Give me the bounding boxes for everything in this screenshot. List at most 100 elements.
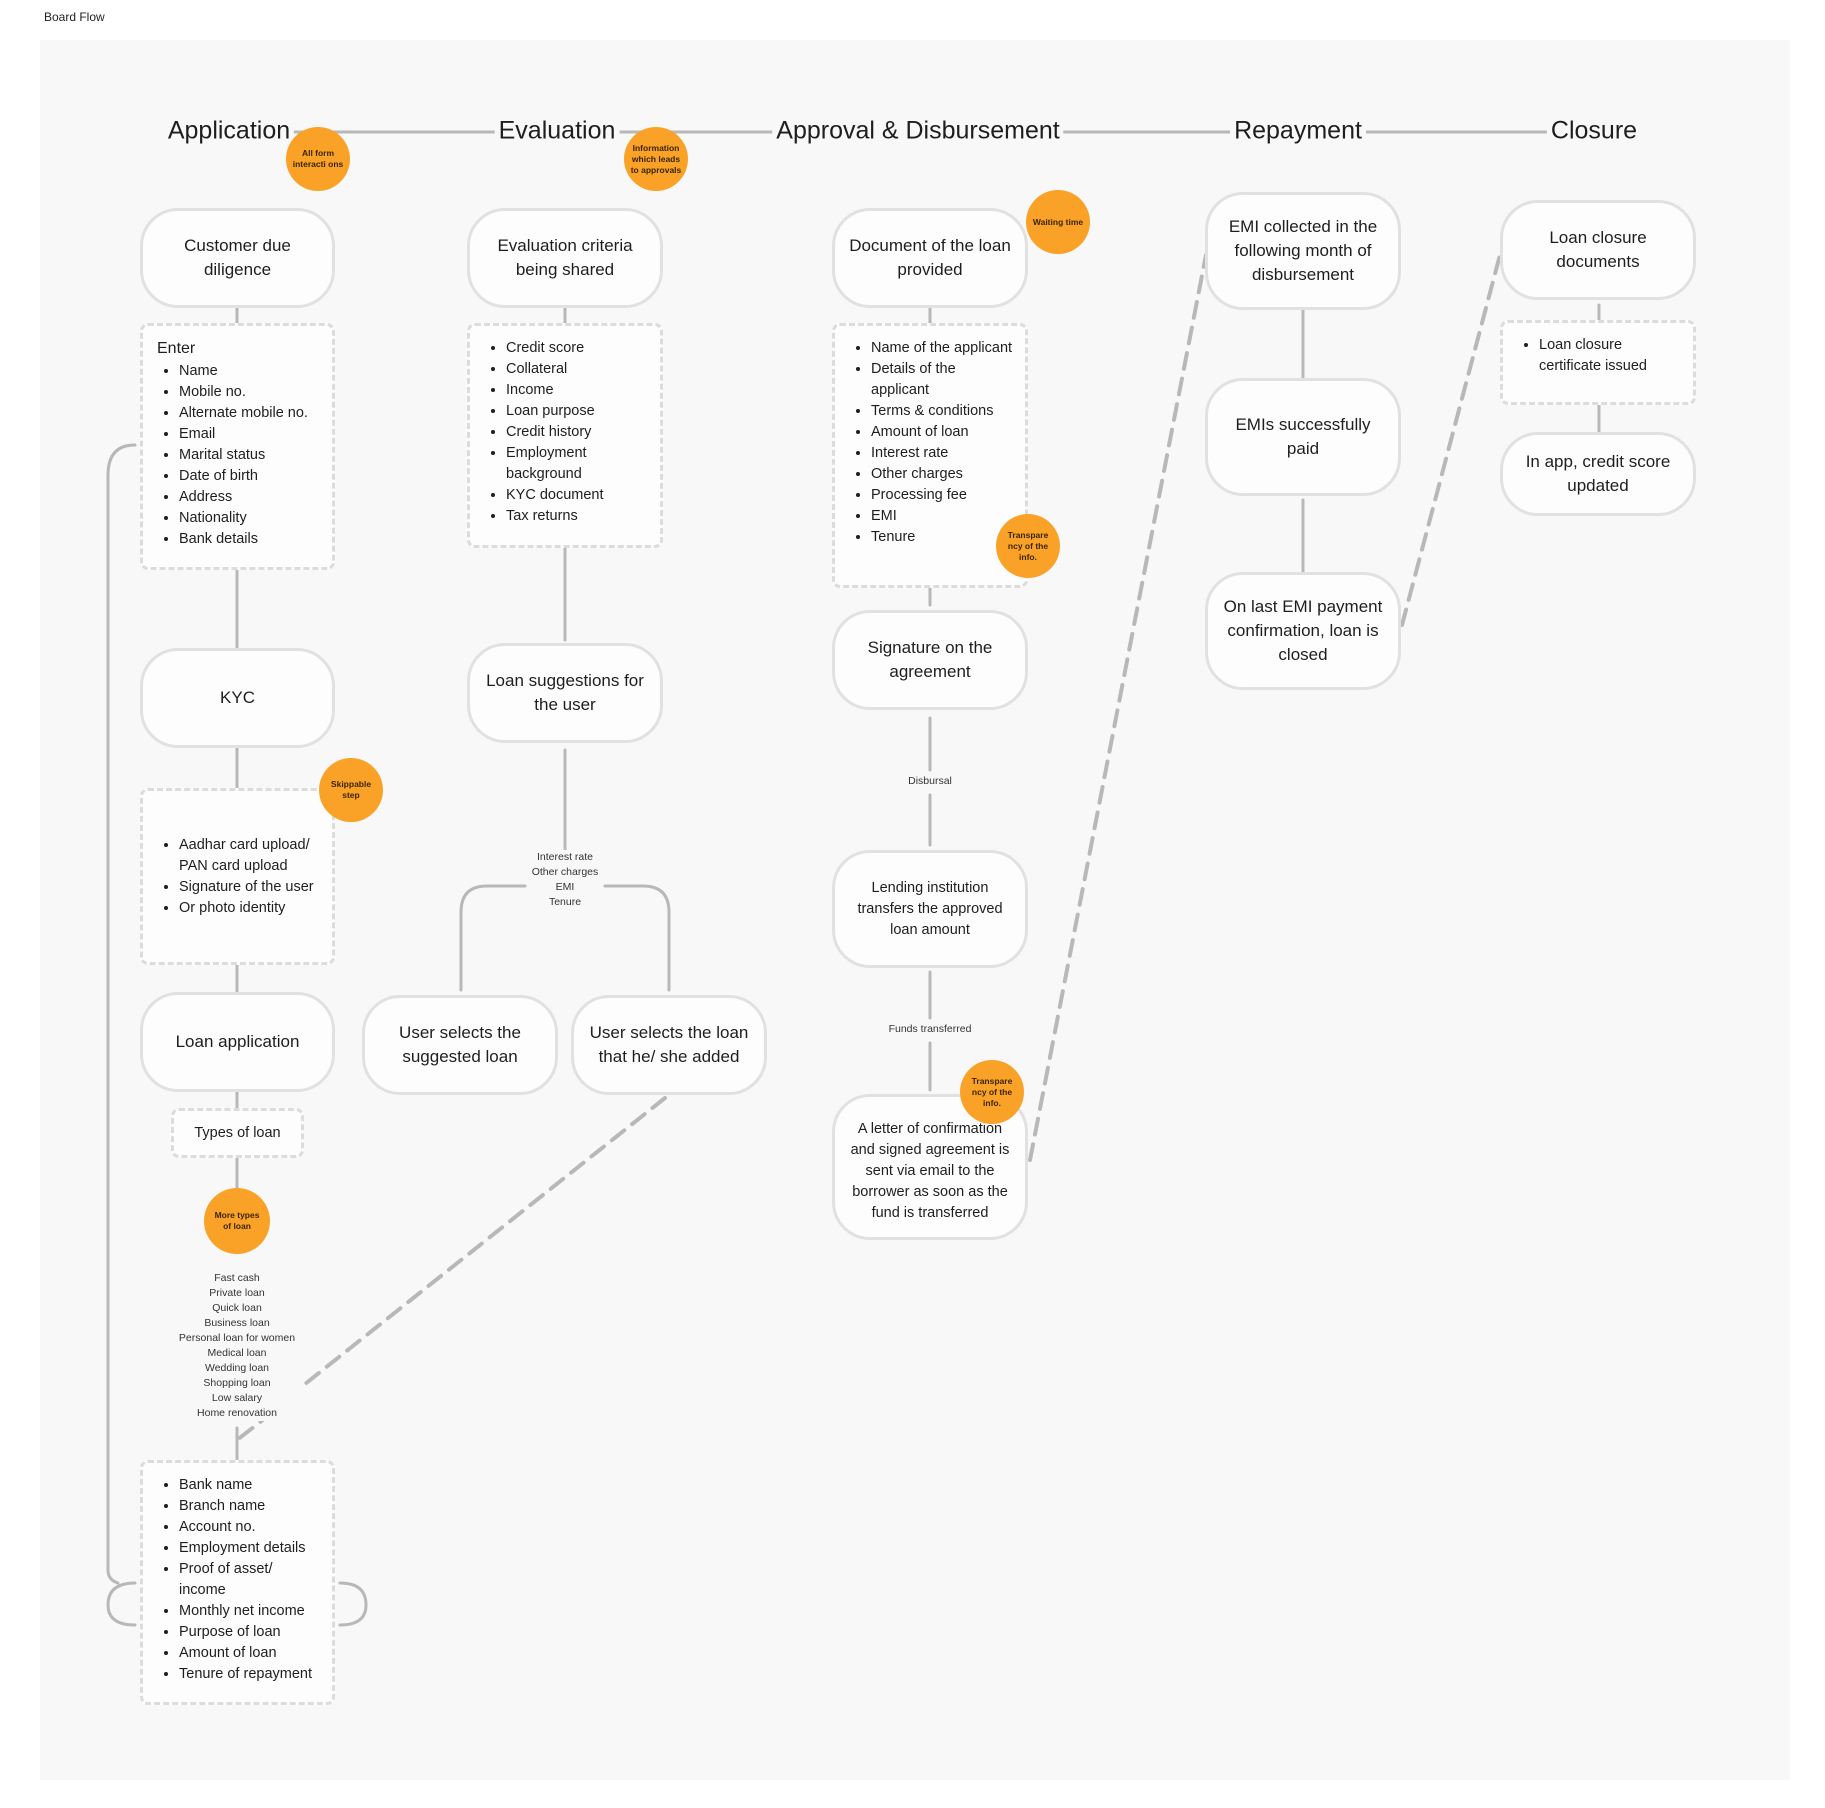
loop-connector xyxy=(106,443,137,1585)
list-item: Branch name xyxy=(179,1496,322,1517)
note-line: Interest rate xyxy=(536,851,594,863)
list-item: Employment details xyxy=(179,1538,322,1559)
node-kyc[interactable]: KYC xyxy=(140,648,335,748)
list-item: Collateral xyxy=(506,359,650,380)
list-item: Amount of loan xyxy=(179,1643,322,1664)
list-item: Account no. xyxy=(179,1517,322,1538)
list-item: Aadhar card upload/ PAN card upload xyxy=(179,835,322,877)
node-select-suggested-loan[interactable]: User selects the suggested loan xyxy=(362,995,558,1095)
box-types-of-loan[interactable]: Types of loan xyxy=(171,1108,304,1158)
sticky-transparency-2[interactable]: Transpare ncy of the info. xyxy=(960,1060,1024,1124)
sticky-form-interactions[interactable]: All form interacti ons xyxy=(286,127,350,191)
list-item: Loan closure certificate issued xyxy=(1539,335,1683,377)
loan-type: Low salary xyxy=(211,1392,263,1404)
loan-type: Personal loan for women xyxy=(178,1332,296,1344)
node-lending-transfer[interactable]: Lending institution transfers the approv… xyxy=(832,850,1028,968)
node-emi-collected[interactable]: EMI collected in the following month of … xyxy=(1205,192,1401,310)
box-enter-details[interactable]: Enter Name Mobile no. Alternate mobile n… xyxy=(140,323,335,570)
list-item: Bank details xyxy=(179,529,322,550)
loan-type: Shopping loan xyxy=(203,1377,271,1389)
box-lead: Enter xyxy=(157,340,196,357)
box-kyc-docs[interactable]: Aadhar card upload/ PAN card upload Sign… xyxy=(140,788,335,965)
node-loan-application[interactable]: Loan application xyxy=(140,992,335,1092)
node-evaluation-criteria[interactable]: Evaluation criteria being shared xyxy=(467,208,663,308)
note-line: Other charges xyxy=(531,866,599,878)
dashed-connector xyxy=(1400,253,1502,627)
list-item: Details of the applicant xyxy=(871,359,1015,401)
list-item: Bank name xyxy=(179,1475,322,1496)
list-item: Signature of the user xyxy=(179,877,322,898)
list-item: Loan purpose xyxy=(506,401,650,422)
stage-header-application: Application xyxy=(163,116,295,146)
loan-type: Wedding loan xyxy=(204,1362,270,1374)
node-credit-score-updated[interactable]: In app, credit score updated xyxy=(1500,432,1696,516)
list-item: Date of birth xyxy=(179,466,322,487)
sticky-more-types[interactable]: More types of loan xyxy=(204,1188,270,1254)
node-closure-documents[interactable]: Loan closure documents xyxy=(1500,200,1696,300)
loan-type: Home renovation xyxy=(197,1407,277,1419)
box-document-details[interactable]: Name of the applicant Details of the app… xyxy=(832,323,1028,588)
dashed-connector xyxy=(1028,253,1208,1162)
note-line: EMI xyxy=(555,881,575,893)
node-loan-suggestions[interactable]: Loan suggestions for the user xyxy=(467,643,663,743)
sticky-approvals-info[interactable]: Information which leads to approvals xyxy=(624,127,688,191)
loop-connector xyxy=(106,1581,137,1627)
box-closure-docs[interactable]: Loan closure certificate issued xyxy=(1500,320,1696,405)
list-item: Credit history xyxy=(506,422,650,443)
loan-type: Medical loan xyxy=(207,1347,267,1359)
node-select-added-loan[interactable]: User selects the loan that he/ she added xyxy=(571,995,767,1095)
suggestion-note: Interest rate Other charges EMI Tenure xyxy=(531,850,599,910)
list-item: Alternate mobile no. xyxy=(179,403,322,424)
loan-type: Private loan xyxy=(209,1287,265,1299)
list-item: Proof of asset/ income xyxy=(179,1559,322,1601)
sticky-waiting-time[interactable]: Waiting time xyxy=(1026,190,1090,254)
list-item: Marital status xyxy=(179,445,322,466)
sticky-skippable-step[interactable]: Skippable step xyxy=(319,758,383,822)
branch-connector xyxy=(603,884,671,992)
loan-type: Quick loan xyxy=(212,1302,262,1314)
list-item: Name xyxy=(179,361,322,382)
stage-header-approval: Approval & Disbursement xyxy=(772,116,1064,146)
list-item: Processing fee xyxy=(871,485,1015,506)
list-item: Income xyxy=(506,380,650,401)
list-item: Mobile no. xyxy=(179,382,322,403)
list-item: Name of the applicant xyxy=(871,338,1015,359)
note-line: Tenure xyxy=(548,896,582,908)
frame-label: Board Flow xyxy=(44,10,105,24)
box-criteria[interactable]: Credit score Collateral Income Loan purp… xyxy=(467,323,663,548)
list-item: Terms & conditions xyxy=(871,401,1015,422)
list-item: EMI xyxy=(871,506,1015,527)
list-item: Tenure xyxy=(871,527,1015,548)
node-last-emi[interactable]: On last EMI payment confirmation, loan i… xyxy=(1205,572,1401,690)
list-item: Address xyxy=(179,487,322,508)
node-emis-paid[interactable]: EMIs successfully paid xyxy=(1205,378,1401,496)
disbursal-label: Disbursal xyxy=(908,774,952,789)
node-loan-document[interactable]: Document of the loan provided xyxy=(832,208,1028,308)
loop-connector xyxy=(338,1581,368,1627)
list-item: Tax returns xyxy=(506,506,650,527)
list-item: Interest rate xyxy=(871,443,1015,464)
loan-type: Fast cash xyxy=(214,1272,260,1284)
box-bank-details[interactable]: Bank name Branch name Account no. Employ… xyxy=(140,1460,335,1705)
list-item: Other charges xyxy=(871,464,1015,485)
list-item: Or photo identity xyxy=(179,898,322,919)
list-item: Nationality xyxy=(179,508,322,529)
list-item: Amount of loan xyxy=(871,422,1015,443)
stage-header-repayment: Repayment xyxy=(1230,116,1366,146)
list-item: Monthly net income xyxy=(179,1601,322,1622)
funds-transferred-label: Funds transferred xyxy=(888,1022,972,1037)
list-item: Employment background xyxy=(506,443,650,485)
list-item: Tenure of repayment xyxy=(179,1664,322,1685)
branch-connector xyxy=(459,884,527,992)
loan-types-list: Fast cash Private loan Quick loan Busine… xyxy=(178,1271,296,1421)
sticky-transparency-1[interactable]: Transpare ncy of the info. xyxy=(996,514,1060,578)
stage-header-evaluation: Evaluation xyxy=(494,116,620,146)
node-customer-due-diligence[interactable]: Customer due diligence xyxy=(140,208,335,308)
stage-header-closure: Closure xyxy=(1546,116,1642,146)
list-item: Purpose of loan xyxy=(179,1622,322,1643)
list-item: Email xyxy=(179,424,322,445)
list-item: Credit score xyxy=(506,338,650,359)
list-item: KYC document xyxy=(506,485,650,506)
loan-type: Business loan xyxy=(204,1317,270,1329)
node-signature-agreement[interactable]: Signature on the agreement xyxy=(832,610,1028,710)
